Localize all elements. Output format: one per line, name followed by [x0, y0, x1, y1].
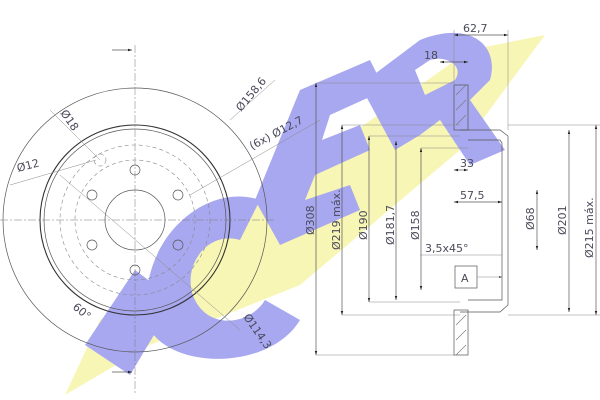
- dim-62-7: 62,7: [463, 22, 488, 35]
- section-view: [314, 30, 600, 356]
- dim-158-6: Ø158,6: [233, 75, 269, 114]
- dim-308: Ø308: [304, 205, 317, 235]
- dim-181-7: Ø181,7: [384, 205, 397, 245]
- front-view: [0, 45, 321, 395]
- dim-215: Ø215 máx.: [583, 197, 596, 258]
- dim-190: Ø190: [357, 210, 370, 240]
- datum-a: A: [461, 272, 469, 285]
- dim-219: Ø219 máx.: [330, 189, 343, 250]
- dim-201: Ø201: [556, 205, 569, 235]
- dim-158: Ø158: [409, 210, 422, 240]
- dim-18-thickness: 18: [424, 49, 438, 62]
- dim-33: 33: [460, 157, 474, 170]
- dim-chamfer: 3,5x45°: [425, 242, 469, 255]
- dim-18: Ø18: [58, 107, 82, 133]
- dim-57-5: 57,5: [460, 189, 485, 202]
- dim-12: Ø12: [15, 156, 40, 174]
- dim-68: Ø68: [524, 207, 537, 230]
